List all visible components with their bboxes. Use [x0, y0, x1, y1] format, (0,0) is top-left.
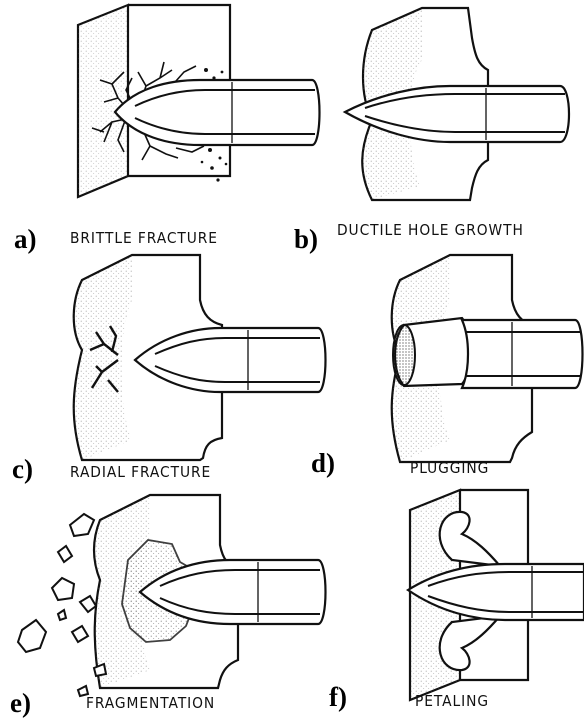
- panel-b-caption: DUCTILE HOLE GROWTH: [337, 223, 524, 238]
- panel-a-illustration: [78, 5, 320, 197]
- debris-fragments: [18, 514, 106, 696]
- panel-d-illustration: [392, 255, 583, 462]
- panel-a-letter: a): [14, 226, 37, 253]
- projectile: [115, 80, 320, 145]
- panel-d-caption: PLUGGING: [410, 461, 489, 476]
- panel-e-letter: e): [10, 690, 31, 717]
- panel-f-letter: f): [329, 684, 347, 711]
- panel-f-caption: PETALING: [415, 694, 489, 709]
- panel-e-caption: FRAGMENTATION: [86, 696, 215, 711]
- panel-a-caption: BRITTLE FRACTURE: [70, 231, 218, 246]
- panel-c-illustration: [74, 255, 326, 460]
- panel-c-caption: RADIAL FRACTURE: [70, 465, 211, 480]
- panel-f-illustration: [408, 490, 584, 700]
- panel-b-letter: b): [294, 226, 318, 253]
- panel-b-illustration: [345, 8, 569, 200]
- ejected-plug: [393, 318, 470, 386]
- panel-c-letter: c): [12, 456, 33, 483]
- projectile: [462, 320, 583, 388]
- panel-d-letter: d): [311, 450, 335, 477]
- panel-e-illustration: [18, 495, 326, 696]
